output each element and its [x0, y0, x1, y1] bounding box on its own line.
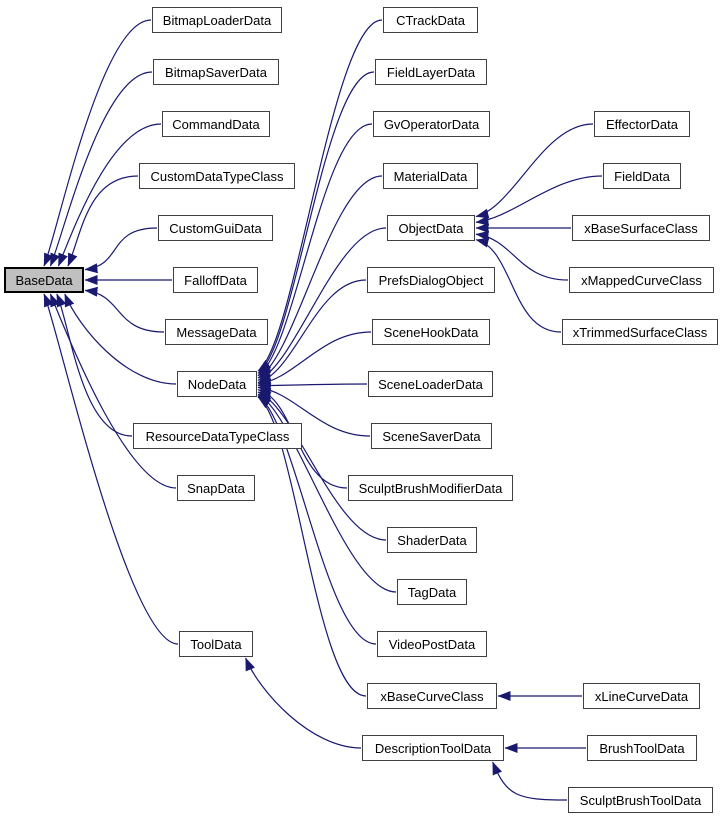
class-node-gvoperatordata[interactable]: GvOperatorData: [373, 111, 490, 137]
edge-nodedata-to-basedata: [64, 293, 177, 385]
class-node-scenesaverdata[interactable]: SceneSaverData: [371, 423, 492, 449]
edge-xbasecurveclass-to-nodedata: [257, 396, 367, 697]
edge-customdatatypeclass-to-basedata: [67, 175, 139, 267]
edge-videopostdata-to-nodedata: [257, 395, 377, 645]
class-node-sculptbrushtooldata[interactable]: SculptBrushToolData: [568, 787, 713, 813]
class-node-nodedata[interactable]: NodeData: [177, 371, 257, 397]
edge-fielddata-to-objectdata: [475, 175, 603, 226]
class-node-fielddata[interactable]: FieldData: [603, 163, 681, 189]
class-node-xlinecurvedata[interactable]: xLineCurveData: [583, 683, 700, 709]
class-node-prefsdialogobject[interactable]: PrefsDialogObject: [367, 267, 495, 293]
edge-tagdata-to-nodedata: [257, 393, 397, 593]
class-node-scenehookdata[interactable]: SceneHookData: [372, 319, 490, 345]
class-node-snapdata[interactable]: SnapData: [177, 475, 255, 501]
edge-sceneloaderdata-to-nodedata: [257, 380, 368, 391]
edge-tooldata-to-basedata: [43, 293, 179, 645]
class-node-sceneloaderdata[interactable]: SceneLoaderData: [368, 371, 493, 397]
class-node-objectdata[interactable]: ObjectData: [387, 215, 475, 241]
edge-bitmaploaderdata-to-basedata: [43, 19, 152, 267]
edge-customguidata-to-basedata: [84, 227, 158, 274]
class-node-customguidata[interactable]: CustomGuiData: [158, 215, 273, 241]
edge-xtrimmedsurfaceclass-to-objectdata: [475, 237, 562, 333]
edge-shaderdata-to-nodedata: [257, 391, 387, 541]
edge-xmappedcurveclass-to-objectdata: [475, 230, 569, 281]
class-node-ctrackdata[interactable]: CTrackData: [383, 7, 478, 33]
class-node-falloffdata[interactable]: FalloffData: [173, 267, 258, 293]
class-node-tagdata[interactable]: TagData: [397, 579, 467, 605]
class-node-messagedata[interactable]: MessageData: [165, 319, 268, 345]
edge-objectdata-to-nodedata: [257, 227, 387, 381]
class-node-basedata[interactable]: BaseData: [4, 267, 84, 293]
class-node-materialdata[interactable]: MaterialData: [383, 163, 478, 189]
class-node-resourcedatatypeclass[interactable]: ResourceDataTypeClass: [133, 423, 302, 449]
edge-descriptiontooldata-to-tooldata: [245, 657, 362, 749]
edge-prefsdialogobject-to-nodedata: [257, 279, 367, 384]
class-node-commanddata[interactable]: CommandData: [162, 111, 270, 137]
edge-bitmapsaverdata-to-basedata: [49, 71, 153, 267]
edge-materialdata-to-nodedata: [257, 175, 383, 379]
edge-effectordata-to-objectdata: [475, 123, 594, 219]
class-node-bitmaploaderdata[interactable]: BitmapLoaderData: [152, 7, 282, 33]
edge-commanddata-to-basedata: [57, 123, 162, 267]
edge-ctrackdata-to-nodedata: [257, 19, 383, 372]
class-node-customdatatypeclass[interactable]: CustomDataTypeClass: [139, 163, 295, 189]
class-node-bitmapsaverdata[interactable]: BitmapSaverData: [153, 59, 279, 85]
edge-messagedata-to-basedata: [84, 286, 165, 333]
class-node-tooldata[interactable]: ToolData: [179, 631, 253, 657]
class-node-sculptbrushmodifierdata[interactable]: SculptBrushModifierData: [348, 475, 513, 501]
edge-sculptbrushtooldata-to-descriptiontooldata: [492, 761, 568, 801]
edge-resourcedatatypeclass-to-basedata: [56, 293, 133, 437]
class-node-effectordata[interactable]: EffectorData: [594, 111, 690, 137]
class-node-videopostdata[interactable]: VideoPostData: [377, 631, 487, 657]
class-node-brushtooldata[interactable]: BrushToolData: [587, 735, 697, 761]
class-node-fieldlayerdata[interactable]: FieldLayerData: [375, 59, 487, 85]
class-node-xmappedcurveclass[interactable]: xMappedCurveClass: [569, 267, 714, 293]
class-node-descriptiontooldata[interactable]: DescriptionToolData: [362, 735, 504, 761]
class-node-xbasecurveclass[interactable]: xBaseCurveClass: [367, 683, 497, 709]
class-node-xbasesurfaceclass[interactable]: xBaseSurfaceClass: [572, 215, 710, 241]
edge-fieldlayerdata-to-nodedata: [257, 71, 375, 374]
edge-snapdata-to-basedata: [49, 293, 177, 489]
edge-gvoperatordata-to-nodedata: [257, 123, 373, 377]
class-node-shaderdata[interactable]: ShaderData: [387, 527, 477, 553]
class-node-xtrimmedsurfaceclass[interactable]: xTrimmedSurfaceClass: [562, 319, 718, 345]
